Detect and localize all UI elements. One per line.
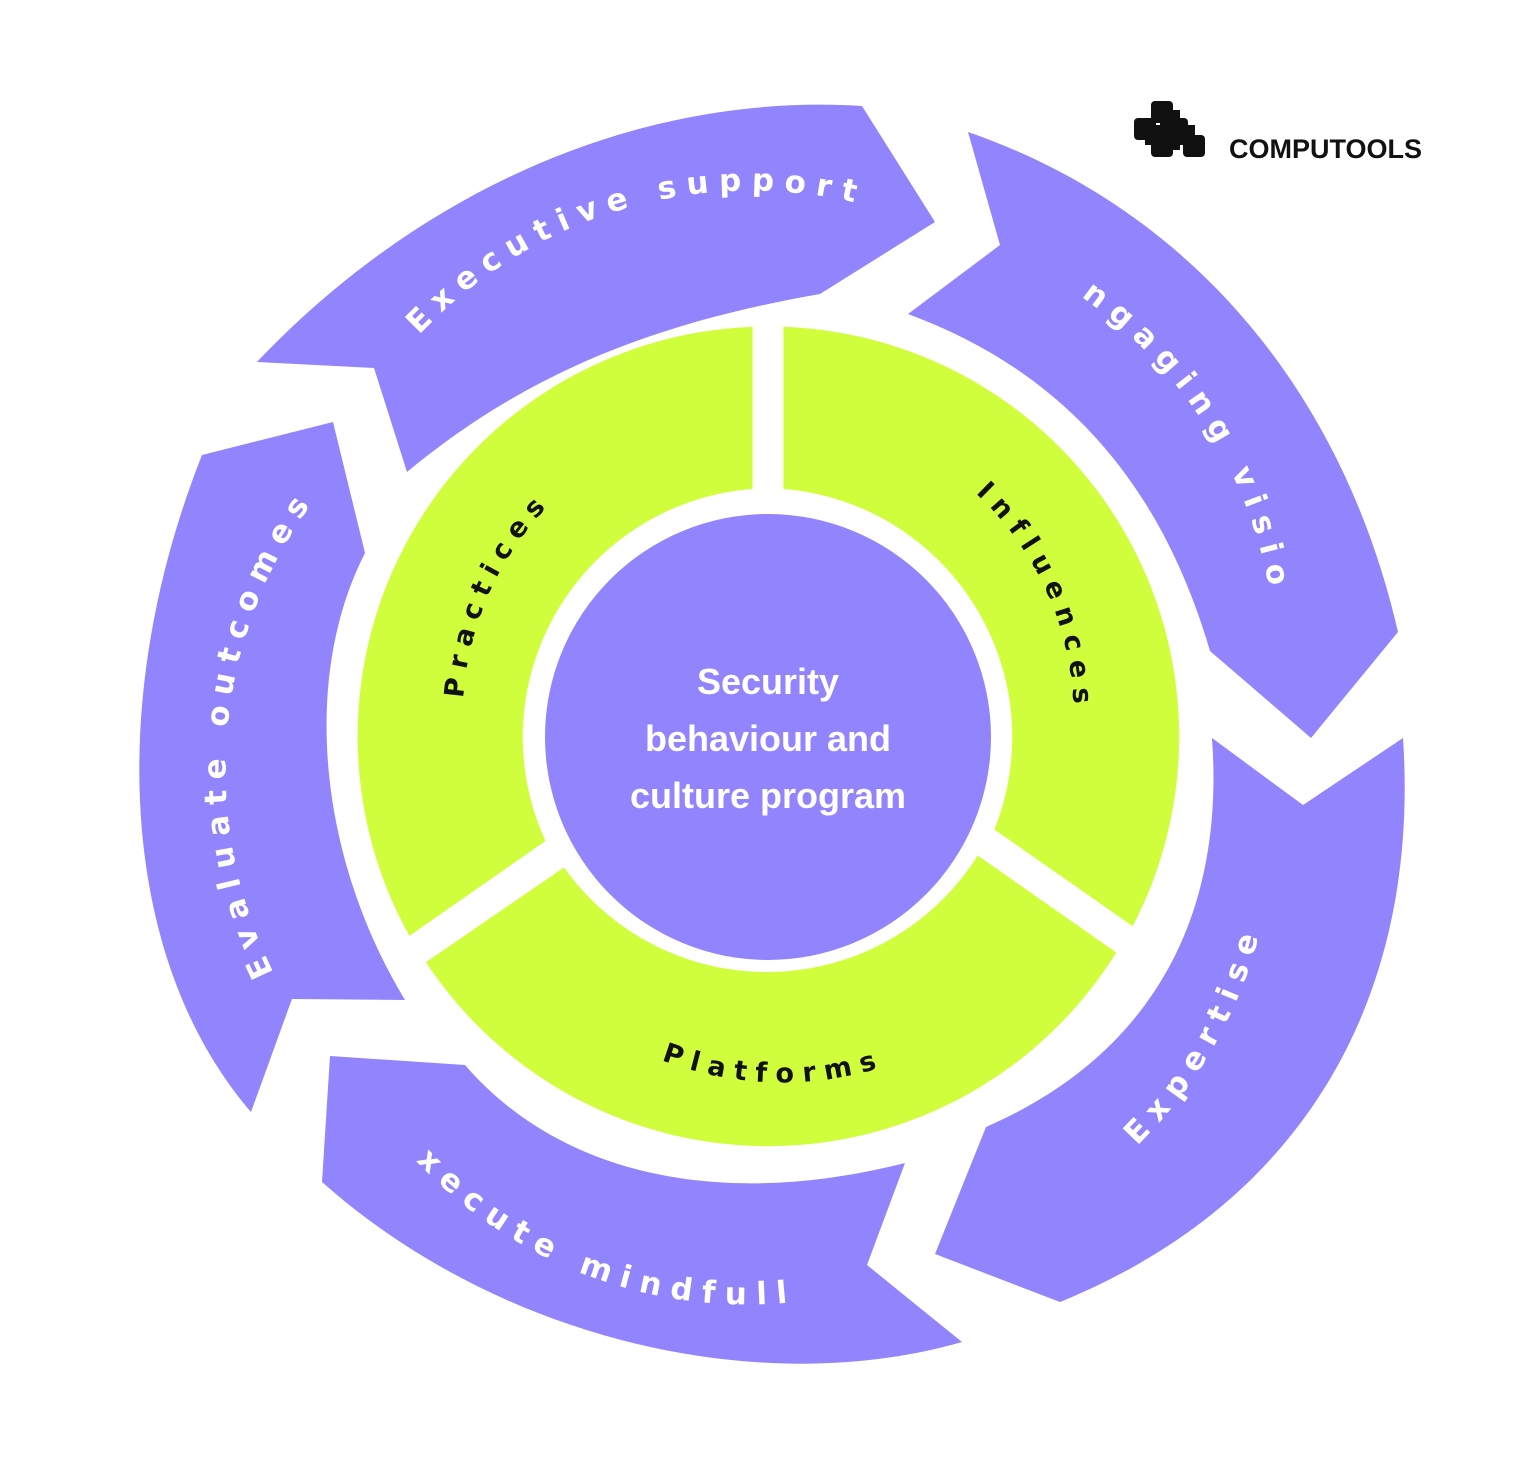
platforms-segment	[425, 855, 1117, 1147]
evaluate-outcomes-arrow	[139, 422, 406, 1112]
outer-arrow-ring	[139, 104, 1405, 1364]
inner-lime-ring	[357, 326, 1180, 1147]
center-title-line-3: culture program	[630, 775, 906, 816]
computools-logo-icon	[1134, 101, 1205, 157]
center-title: Security behaviour and culture program	[630, 661, 906, 816]
influences-segment	[783, 326, 1180, 927]
execute-mindfully-arrow	[322, 1056, 962, 1364]
engaging-vision-arrow	[908, 132, 1398, 738]
brand-name: COMPUTOOLS	[1229, 134, 1422, 164]
practices-segment	[357, 326, 753, 936]
center-circle	[545, 514, 991, 960]
center-title-line-2: behaviour and	[645, 718, 891, 759]
executive-support-arrow	[257, 104, 935, 472]
brand: COMPUTOOLS	[1134, 101, 1422, 164]
expertise-arrow	[935, 738, 1405, 1302]
center-title-line-1: Security	[697, 661, 839, 702]
